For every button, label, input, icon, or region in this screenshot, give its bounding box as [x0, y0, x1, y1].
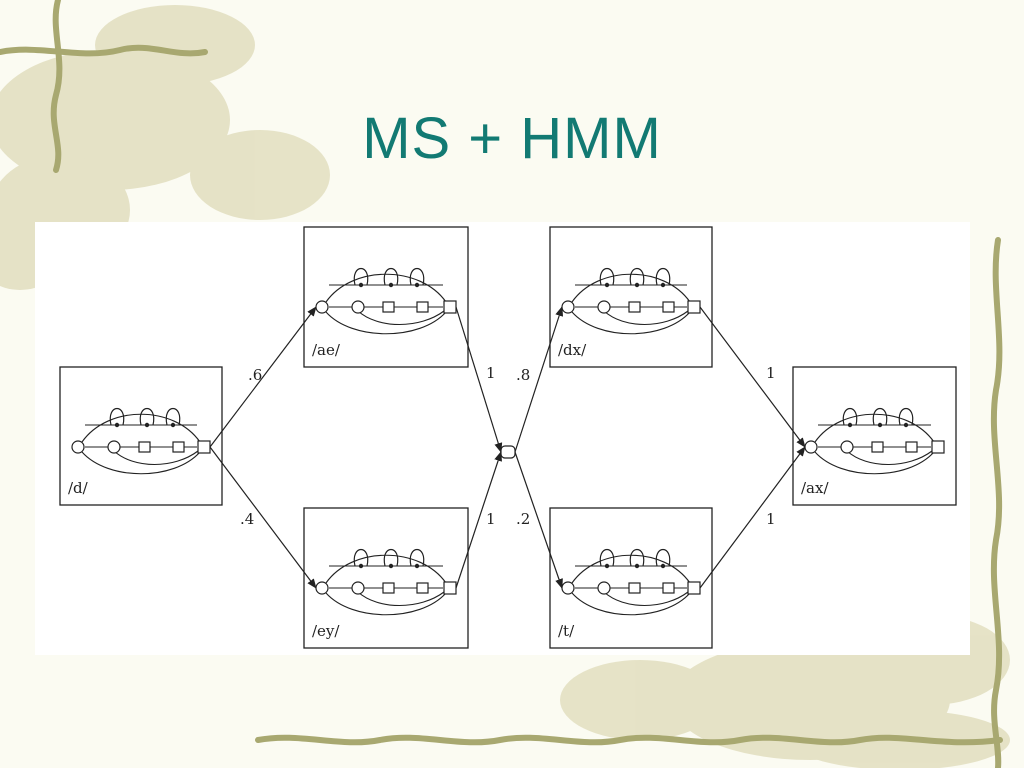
phone-label: /ae/ [312, 341, 341, 359]
entry-node [561, 300, 575, 314]
emitting-state [416, 301, 429, 313]
entry-node [71, 440, 85, 454]
transition-probability: 1 [766, 510, 776, 528]
skip-arc-top [81, 413, 201, 443]
transition-join-t [514, 451, 563, 589]
skip-arc-inner [603, 591, 689, 607]
skip-arc-top [571, 554, 691, 584]
emitting-state [871, 441, 884, 453]
self-loop [353, 268, 369, 286]
exit-node [443, 300, 457, 314]
transition-t-ax [699, 446, 806, 589]
phone-box [549, 226, 713, 368]
emitting-state [416, 582, 429, 594]
emitting-state [351, 300, 365, 314]
emitting-state [351, 581, 365, 595]
entry-node [315, 300, 329, 314]
transition-ey-join [455, 451, 502, 589]
transition-join-dx [514, 306, 564, 453]
skip-arc-inner [113, 450, 199, 466]
self-loop [655, 549, 671, 567]
emitting-state [382, 301, 395, 313]
exit-node [197, 440, 211, 454]
skip-arc-top [814, 413, 935, 443]
emitting-state [382, 582, 395, 594]
join-node [500, 445, 516, 459]
phone-label: /ey/ [312, 622, 340, 640]
transition-probability: 1 [486, 364, 496, 382]
emitting-state [597, 581, 611, 595]
skip-arc-bottom [325, 592, 447, 616]
emitting-state [628, 301, 641, 313]
skip-arc-top [325, 273, 447, 303]
phone-model-dx: /dx/ [549, 226, 713, 368]
phone-box [303, 226, 469, 368]
phone-label: /d/ [68, 479, 89, 497]
self-loop [383, 268, 399, 286]
self-loop [353, 549, 369, 567]
skip-arc-bottom [325, 311, 447, 335]
entry-node [804, 440, 818, 454]
self-loop [383, 549, 399, 567]
exit-node [931, 440, 945, 454]
skip-arc-inner [357, 591, 445, 607]
skip-arc-inner [357, 310, 445, 326]
skip-arc-inner [603, 310, 689, 326]
skip-arc-top [571, 273, 691, 303]
self-loop [898, 408, 914, 426]
phone-label: /ax/ [801, 479, 829, 497]
skip-arc-top [325, 554, 447, 584]
self-loop [629, 268, 645, 286]
phone-label: /t/ [558, 622, 575, 640]
slide-title: MS + HMM [362, 106, 662, 171]
skip-arc-inner [846, 450, 933, 466]
transition-probability: 1 [486, 510, 496, 528]
emitting-state [628, 582, 641, 594]
skip-arc-bottom [814, 451, 935, 475]
self-loop [655, 268, 671, 286]
transition-probability: .8 [516, 366, 530, 384]
exit-node [443, 581, 457, 595]
transition-probability: .2 [516, 510, 530, 528]
transition-probability: .6 [248, 366, 262, 384]
phone-box [303, 507, 469, 649]
transition-d-ey [209, 446, 317, 589]
transition-ae-join [455, 306, 503, 453]
self-loop [629, 549, 645, 567]
phone-model-ae: /ae/ [303, 226, 469, 368]
transition-dx-ax [699, 306, 806, 448]
phone-model-ey: /ey/ [303, 507, 469, 649]
transition-d-ae [209, 306, 317, 448]
transition-probability: 1 [766, 364, 776, 382]
entry-node [315, 581, 329, 595]
phone-model-d: /d/ [59, 366, 223, 506]
emitting-state [597, 300, 611, 314]
exit-node [687, 300, 701, 314]
emitting-state [172, 441, 185, 453]
self-loop [165, 408, 181, 426]
entry-node [561, 581, 575, 595]
phone-model-ax: /ax/ [792, 366, 957, 506]
emitting-state [905, 441, 918, 453]
vine-border [0, 0, 1003, 768]
skip-arc-bottom [571, 311, 691, 335]
emitting-state [662, 301, 675, 313]
transition-probability: .4 [240, 510, 254, 528]
emitting-state [840, 440, 854, 454]
phone-box [549, 507, 713, 649]
phone-model-t: /t/ [549, 507, 713, 649]
self-loop [409, 268, 425, 286]
phone-label: /dx/ [558, 341, 587, 359]
self-loop [139, 408, 155, 426]
skip-arc-bottom [81, 451, 201, 475]
self-loop [872, 408, 888, 426]
emitting-state [107, 440, 121, 454]
exit-node [687, 581, 701, 595]
emitting-state [662, 582, 675, 594]
skip-arc-bottom [571, 592, 691, 616]
emitting-state [138, 441, 151, 453]
self-loop [409, 549, 425, 567]
